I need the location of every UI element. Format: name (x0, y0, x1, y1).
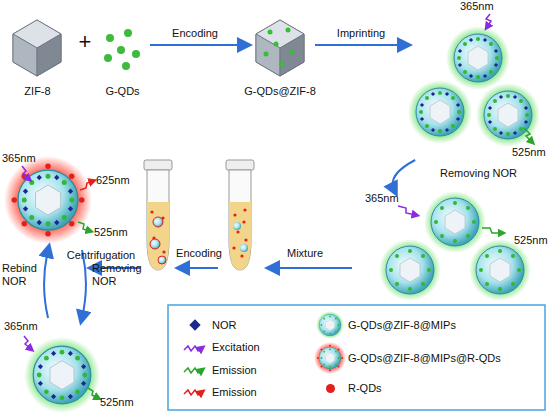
step-label: + (74, 30, 96, 54)
figure-node: G-QDs (95, 15, 150, 105)
encoded-crystal (256, 20, 304, 76)
legend-text: R-QDs (348, 382, 538, 395)
arrow-label: Removing NOR (92, 262, 150, 288)
green-quantum-dots (104, 29, 140, 70)
process-arrow (182, 267, 218, 269)
figure-node: 365nm 625nm 525nm (0, 150, 135, 250)
figure-node: 365nm 525nm (0, 318, 135, 416)
node-label: 365nm (460, 0, 500, 13)
arrow-label: Rebind NOR (2, 262, 44, 288)
step-label: Mixture (280, 247, 330, 260)
flow-arrow (393, 160, 416, 190)
node-label: 365nm (2, 152, 40, 165)
figure-node: 365nm 525nm (405, 0, 550, 160)
legend-text: Emission (212, 364, 402, 377)
node-label: 365nm (4, 320, 42, 333)
encoding-tube (144, 160, 172, 270)
node-label: 525nm (94, 226, 132, 239)
figure-node: ZIF-8 (0, 15, 75, 105)
legend-sample (316, 311, 344, 339)
recycled-sphere (24, 336, 100, 413)
figure-node: G-QDs@ZIF-8 (245, 15, 315, 105)
arrow-label: Imprinting (330, 27, 392, 40)
legend-sample (189, 319, 200, 330)
node-label: 625nm (96, 174, 134, 187)
node-label: G-QDs (95, 85, 150, 98)
flow-arrow (315, 44, 405, 46)
step-label: Encoding (174, 247, 224, 260)
node-label: 525nm (100, 396, 135, 409)
node-label: ZIF-8 (0, 85, 75, 98)
node-label: 365nm (365, 192, 403, 205)
node-label: 525nm (514, 234, 550, 247)
node-label: 525nm (512, 146, 550, 159)
arrow-label: Removing NOR (440, 167, 540, 180)
figure-node: 365nm 525nm (360, 190, 550, 300)
imprinted-spheres (408, 14, 540, 147)
legend-sample (314, 342, 346, 374)
legend-text: G-QDs@ZIF-8@MIPs (348, 319, 538, 332)
zif8-crystal (13, 20, 61, 76)
step-label: Centrifugation (60, 249, 142, 262)
flow-arrow (44, 250, 48, 318)
arrow-label: Encoding (165, 27, 225, 40)
red-coated-sphere (4, 156, 93, 244)
legend-sample (184, 390, 202, 395)
node-label: G-QDs@ZIF-8 (240, 85, 320, 98)
flow-arrow (150, 44, 245, 46)
legend-frame (168, 305, 545, 410)
mixture-tube (226, 160, 254, 270)
process-arrow (272, 267, 352, 269)
legend-swatch (326, 384, 335, 393)
template-removed-spheres (379, 191, 531, 301)
legend-sample (184, 346, 202, 351)
legend-text: G-QDs@ZIF-8@MIPs@R-QDs (348, 352, 538, 365)
legend-sample (184, 368, 202, 373)
